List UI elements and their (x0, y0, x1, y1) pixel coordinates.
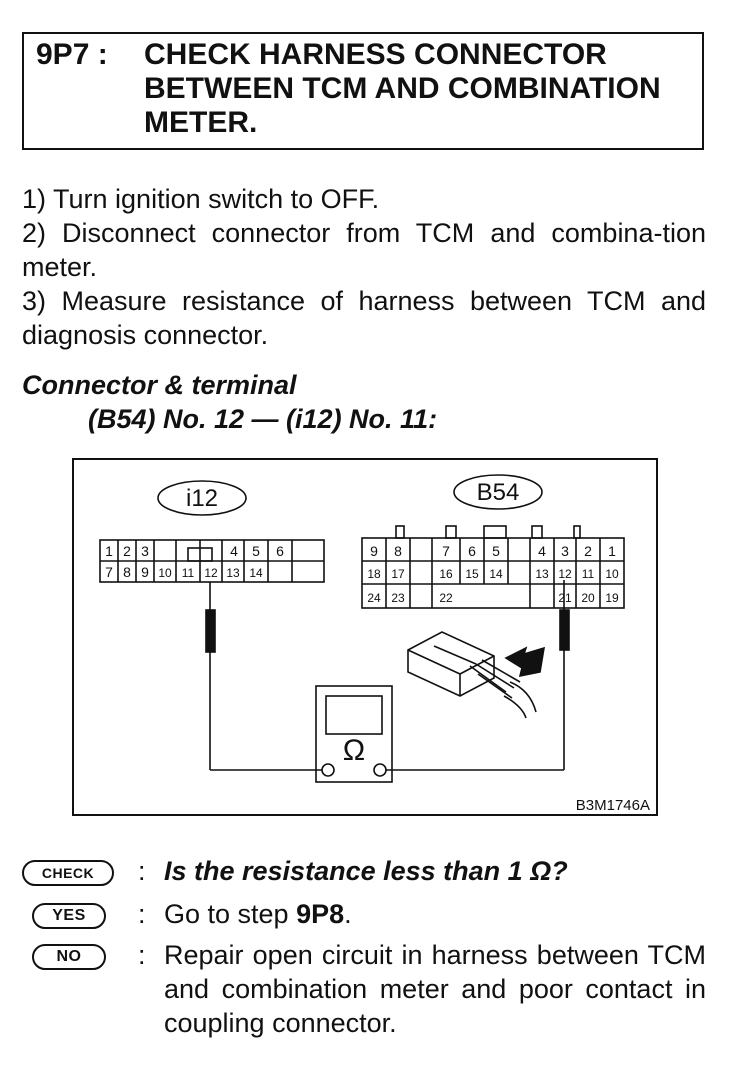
b54-pin: 24 (367, 591, 381, 605)
step-number: 9P7 : (36, 38, 108, 71)
i12-pin: 2 (123, 543, 131, 559)
i12-pin: 12 (204, 566, 218, 580)
i12-connector (99, 539, 325, 583)
i12-pin: 13 (226, 566, 240, 580)
i12-pin: 8 (123, 564, 131, 580)
yes-colon: : (138, 899, 146, 929)
b54-pin: 9 (370, 543, 378, 559)
wiring-diagram-svg: i12 B54 1 2 3 4 5 6 7 8 9 10 11 12 13 14… (99, 474, 650, 814)
b54-connector (361, 525, 625, 609)
step-title-box: 9P7 : CHECK HARNESS CONNECTOR BETWEEN TC… (22, 32, 704, 150)
i12-pin: 11 (182, 566, 195, 580)
yes-text-suffix: . (344, 899, 352, 929)
no-colon: : (138, 940, 146, 970)
b54-pin: 5 (492, 543, 500, 559)
b54-label: B54 (477, 479, 520, 506)
b54-pin: 2 (584, 543, 592, 559)
b54-pin: 13 (535, 567, 549, 581)
i12-pin: 6 (276, 543, 284, 559)
ohmmeter (315, 685, 393, 783)
b54-pin: 22 (439, 591, 453, 605)
check-question: Is the resistance less than 1 Ω? (164, 856, 568, 886)
b54-pin: 15 (465, 567, 479, 581)
yes-badge: YES (32, 903, 106, 929)
b54-pin: 19 (605, 591, 619, 605)
b54-pin: 3 (561, 543, 569, 559)
b54-pin: 8 (394, 543, 402, 559)
wiring-diagram: i12 B54 1 2 3 4 5 6 7 8 9 10 11 12 13 14… (72, 458, 658, 816)
check-colon: : (138, 856, 146, 886)
b54-pin: 1 (608, 543, 616, 559)
b54-pin: 12 (558, 567, 572, 581)
i12-pin: 9 (141, 564, 149, 580)
i12-pin: 10 (158, 566, 172, 580)
yes-text-prefix: Go to step (164, 899, 297, 929)
check-badge: CHECK (22, 860, 114, 886)
procedure-step-3: 3) Measure resistance of harness between… (22, 286, 706, 350)
figure-code: B3M1746A (576, 797, 650, 814)
i12-label: i12 (186, 485, 218, 512)
b54-pin: 10 (605, 567, 619, 581)
b54-label-oval (453, 474, 543, 510)
procedure-step-2: 2) Disconnect connector from TCM and com… (22, 218, 706, 282)
b54-pin: 23 (391, 591, 405, 605)
b54-pin: 11 (582, 567, 595, 581)
b54-pin: 6 (468, 543, 476, 559)
b54-pin: 7 (442, 543, 450, 559)
b54-pin: 20 (581, 591, 595, 605)
procedure-steps: 1) Turn ignition switch to OFF. 2) Disco… (22, 182, 706, 352)
i12-pin: 5 (252, 543, 260, 559)
i12-pin: 4 (230, 543, 238, 559)
i12-pin: 14 (249, 566, 263, 580)
i12-label-oval (157, 480, 247, 516)
i12-pin: 7 (105, 564, 113, 580)
i12-pin: 1 (105, 543, 113, 559)
procedure-step-1: 1) Turn ignition switch to OFF. (22, 184, 380, 214)
b54-pin: 16 (439, 567, 453, 581)
i12-pin: 3 (141, 543, 149, 559)
step-title: CHECK HARNESS CONNECTOR BETWEEN TCM AND … (144, 38, 661, 139)
next-step-link: 9P8 (296, 899, 345, 929)
no-instruction: Repair open circuit in harness between T… (164, 940, 706, 1038)
b54-probe (559, 609, 570, 651)
b54-pin: 18 (367, 567, 381, 581)
connector-terminals: (B54) No. 12 — (i12) No. 11: (88, 404, 438, 434)
yes-instruction: Go to step 9P8. (164, 897, 706, 931)
b54-pin: 21 (558, 591, 572, 605)
b54-pin: 17 (391, 567, 405, 581)
coupling-connector-plug (407, 631, 546, 719)
b54-pin: 4 (538, 543, 546, 559)
i12-probe (205, 609, 216, 653)
b54-pin: 14 (489, 567, 503, 581)
no-badge: NO (32, 944, 106, 970)
ohm-symbol: Ω (343, 734, 365, 767)
connector-heading: Connector & terminal (22, 370, 297, 400)
